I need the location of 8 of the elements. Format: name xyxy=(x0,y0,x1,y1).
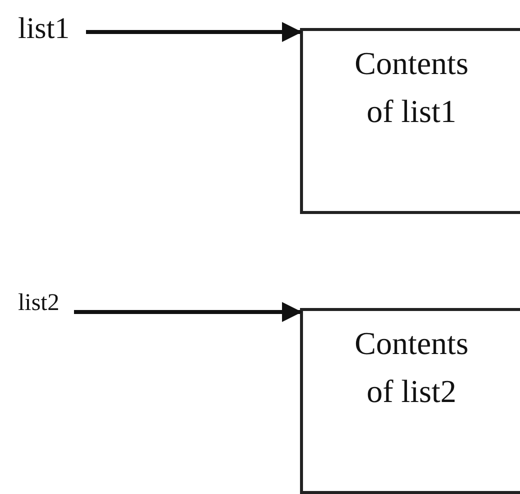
arrow xyxy=(74,302,302,322)
content-box xyxy=(300,308,520,494)
variable-label: list1 xyxy=(18,12,80,45)
content-box xyxy=(300,28,520,214)
variable-label: list2 xyxy=(18,290,68,316)
arrow xyxy=(86,22,302,42)
box-label: Contents of list1 xyxy=(354,44,470,131)
box-label: Contents of list2 xyxy=(354,324,470,411)
